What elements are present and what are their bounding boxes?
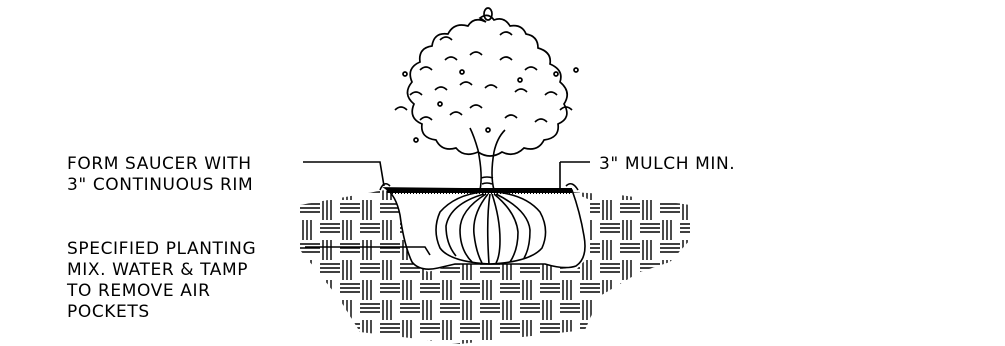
mix-label-line-2: MIX. WATER & TAMP	[67, 260, 248, 280]
leader-lines	[303, 161, 590, 256]
root-ball	[435, 191, 547, 265]
leader-mix	[305, 246, 431, 256]
mix-label-line-3: TO REMOVE AIR	[66, 281, 211, 301]
saucer-rim-left	[379, 182, 391, 191]
leader-saucer	[303, 161, 385, 187]
tree-canopy	[394, 7, 579, 157]
mulch-label: 3" MULCH MIN.	[599, 154, 735, 174]
mix-label-line-4: POCKETS	[67, 302, 150, 322]
mulch-layer	[387, 188, 572, 194]
tree-trunk	[469, 127, 506, 191]
saucer-label-line-1: FORM SAUCER WITH	[67, 154, 252, 174]
mix-label-line-1: SPECIFIED PLANTING	[67, 239, 256, 259]
saucer-label-line-2: 3" CONTINUOUS RIM	[67, 175, 253, 195]
saucer-rim-right	[565, 182, 579, 191]
planting-pit	[382, 187, 586, 270]
